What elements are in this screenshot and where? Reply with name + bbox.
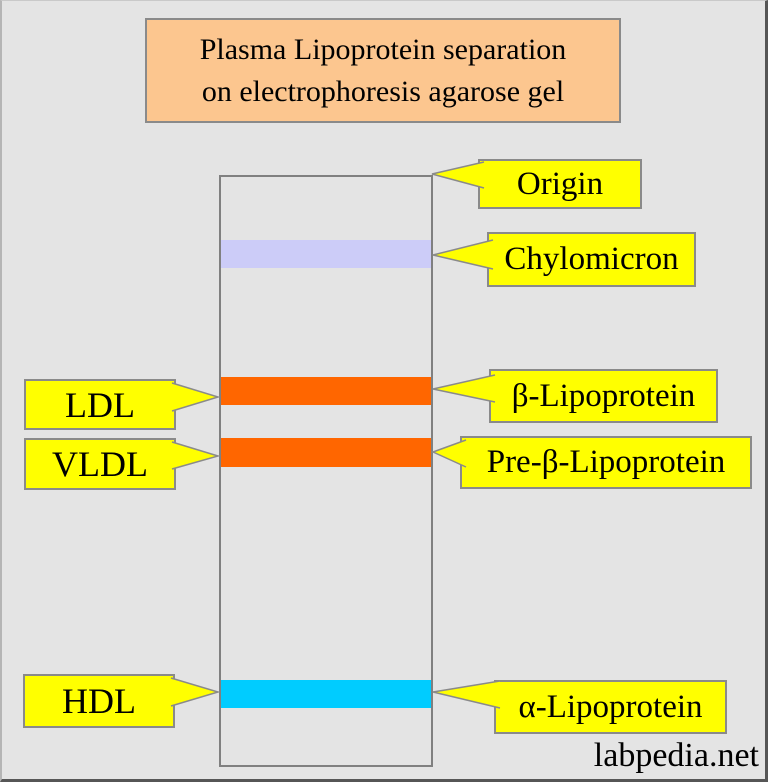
callout-pre-beta-lipoprotein: Pre-β-Lipoprotein	[460, 436, 752, 489]
pre-beta-lipoprotein-label: Pre-β-Lipoprotein	[486, 444, 726, 480]
hdl-tail	[170, 677, 221, 707]
title-line-1: Plasma Lipoprotein separation	[199, 32, 567, 66]
alpha-lipoprotein-band	[221, 680, 431, 708]
vldl-tail	[171, 441, 221, 470]
origin-tail	[431, 161, 485, 189]
chylomicron-tail	[432, 239, 494, 270]
title-box: Plasma Lipoprotein separation on electro…	[145, 18, 621, 123]
callout-origin: Origin	[478, 159, 642, 209]
callout-vldl: VLDL	[24, 438, 176, 490]
watermark-text: labpedia.net	[593, 737, 759, 774]
beta-lipoprotein-band	[221, 377, 431, 405]
origin-label: Origin	[516, 165, 604, 202]
callout-beta-lipoprotein: β-Lipoprotein	[489, 369, 718, 423]
chylomicron-band	[221, 240, 431, 268]
vldl-label: VLDL	[52, 444, 148, 484]
beta-lipoprotein-label: β-Lipoprotein	[511, 377, 696, 414]
agarose-gel-strip	[219, 175, 433, 767]
ldl-label: LDL	[65, 384, 135, 425]
callout-alpha-lipoprotein: α-Lipoprotein	[494, 680, 727, 734]
alpha-lipoprotein-label: α-Lipoprotein	[518, 688, 703, 725]
callout-hdl: HDL	[23, 674, 175, 728]
title-line-2: on electrophoresis agarose gel	[201, 74, 565, 108]
beta-tail	[432, 374, 496, 403]
alpha-tail	[432, 680, 501, 709]
pre-beta-lipoprotein-band	[221, 438, 431, 467]
chylomicron-label: Chylomicron	[504, 241, 679, 277]
hdl-label: HDL	[62, 681, 136, 721]
callout-chylomicron: Chylomicron	[487, 232, 696, 287]
callout-ldl: LDL	[24, 379, 176, 430]
ldl-tail	[171, 382, 221, 412]
